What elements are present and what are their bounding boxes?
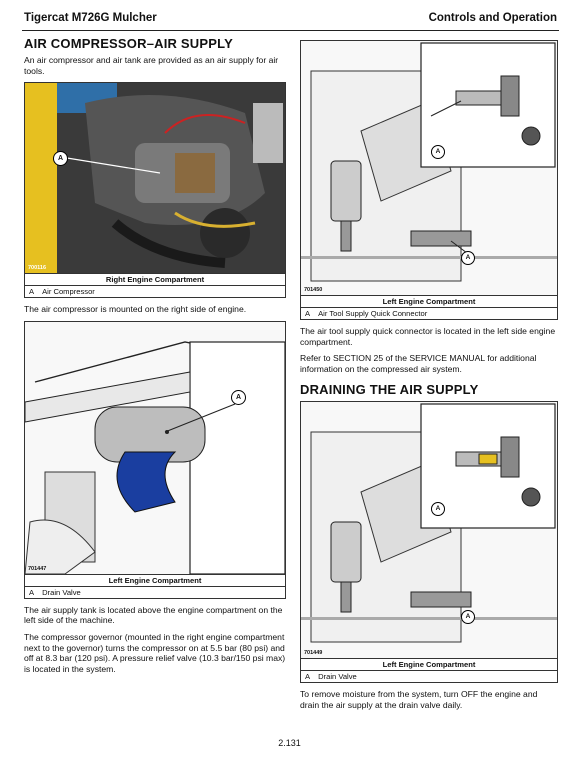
- legend-key: A: [305, 672, 311, 682]
- figure-caption-box: Left Engine Compartment A Air Tool Suppl…: [300, 296, 558, 320]
- legend-key: A: [29, 587, 35, 597]
- paragraph-compressor-location: The air compressor is mounted on the rig…: [24, 304, 247, 315]
- header-section: Controls and Operation: [428, 12, 557, 24]
- figure-number: 701450: [304, 287, 323, 293]
- legend-key: A: [305, 309, 311, 318]
- drawing-left-engine-compartment: [25, 321, 285, 574]
- section-title-draining: DRAINING THE AIR SUPPLY: [300, 382, 479, 398]
- figure-quick-connector: A A 701450: [300, 40, 558, 296]
- callout-a: A: [461, 251, 475, 265]
- legend-row: A Drain Valve: [25, 587, 285, 598]
- legend-text: Drain Valve: [42, 587, 81, 597]
- callout-a-detail: A: [431, 145, 445, 159]
- legend-text: Air Tool Supply Quick Connector: [318, 309, 428, 318]
- header-rule: [22, 30, 559, 31]
- paragraph-tank-location: The air supply tank is located above the…: [24, 604, 283, 626]
- section-title-air-compressor: AIR COMPRESSOR–AIR SUPPLY: [24, 36, 233, 51]
- intro-paragraph: An air compressor and air tank are provi…: [24, 55, 279, 76]
- drawing-left-engine-compartment-drain: [301, 402, 557, 659]
- paragraph-connector-location: The air tool supply quick connector is l…: [300, 326, 556, 347]
- paragraph-drain-instructions: To remove moisture from the system, turn…: [300, 689, 538, 710]
- figure-air-compressor: A 700116: [24, 82, 286, 275]
- legend-row: A Air Compressor: [25, 286, 285, 297]
- figure-number: 700116: [28, 265, 47, 272]
- drawing-left-engine-compartment-connector: [301, 41, 557, 295]
- paragraph-governor: The compressor governor (mounted in the …: [24, 631, 286, 674]
- legend-text: Drain Valve: [318, 672, 357, 682]
- legend-row: A Drain Valve: [301, 671, 557, 682]
- figure-drain-valve-right: A A 701449: [300, 401, 558, 660]
- left-column: AIR COMPRESSOR–AIR SUPPLY An air compres…: [24, 36, 286, 680]
- right-column: A A 701450 Left Engine Compartment A Air…: [300, 40, 558, 717]
- figure-caption: Left Engine Compartment: [301, 659, 557, 672]
- legend-row: A Air Tool Supply Quick Connector: [301, 308, 557, 319]
- legend-key: A: [29, 287, 35, 297]
- figure-number: 701449: [304, 650, 323, 657]
- figure-caption-box: Left Engine Compartment A Drain Valve: [300, 659, 558, 684]
- header-title: Tigercat M726G Mulcher: [24, 12, 157, 24]
- callout-a: A: [461, 610, 475, 625]
- callout-a-detail: A: [431, 502, 445, 517]
- photo-right-engine-compartment: [25, 83, 285, 274]
- page-number: 2.131: [278, 738, 301, 748]
- callout-a: A: [53, 151, 68, 167]
- figure-caption: Left Engine Compartment: [25, 575, 285, 587]
- legend-text: Air Compressor: [42, 287, 95, 297]
- figure-drain-valve: A 701447: [24, 320, 286, 575]
- figure-caption-box: Right Engine Compartment A Air Compresso…: [24, 274, 286, 299]
- callout-a: A: [231, 389, 246, 405]
- figure-caption-box: Left Engine Compartment A Drain Valve: [24, 574, 286, 599]
- paragraph-service-manual: Refer to SECTION 25 of the SERVICE MANUA…: [300, 353, 537, 374]
- figure-caption: Right Engine Compartment: [25, 274, 285, 287]
- figure-caption: Left Engine Compartment: [301, 296, 557, 308]
- figure-number: 701447: [28, 565, 47, 572]
